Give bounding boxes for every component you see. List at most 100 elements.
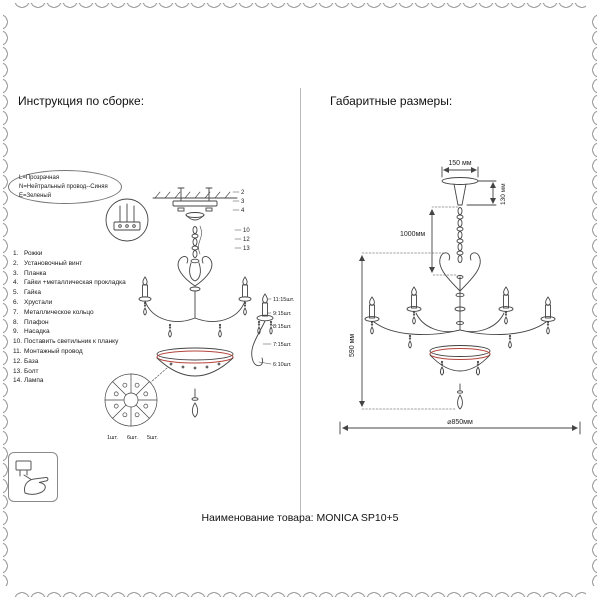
part-number: 11. — [13, 347, 22, 355]
part-label: Поставить светильник к планку — [24, 338, 119, 346]
scalloped-border-right — [585, 14, 597, 586]
dimension-hang-height — [429, 206, 459, 276]
dimension-diameter — [339, 421, 581, 435]
assembly-diagram: 2 3 4 10 12 13 11:15шт. 9:15шт. 8:15шт. … — [104, 187, 295, 441]
dimensions-title: Габаритные размеры: — [330, 94, 453, 108]
part-row: 3. Планка — [13, 269, 163, 279]
part-row: 13.Болт — [13, 367, 163, 377]
bowl-red-rim — [429, 347, 491, 361]
part-label: Планка — [24, 269, 47, 277]
part-label: Монтажный провод — [24, 347, 83, 355]
part-label: Плафон — [24, 318, 49, 326]
part-row: 10.Поставить светильник к планку — [13, 337, 163, 347]
bowl — [156, 347, 234, 418]
part-row: 7. Металлическое кольцо — [13, 308, 163, 318]
callout-label: 12 — [243, 237, 250, 243]
part-number: 7. — [13, 308, 19, 316]
dimension-canopy-height — [466, 180, 497, 206]
legend-line-live: L=Прозрачная — [19, 174, 60, 181]
ceiling-line — [152, 191, 238, 199]
dimensions-diagram: 150 мм 130 мм 1000мм 590 мм ⌀850мм — [339, 160, 581, 435]
mounting-plank — [172, 187, 240, 212]
callout-label: 4 — [241, 208, 245, 214]
wire-color-legend: L=Прозрачная N=Нейтральный провод--Синяя… — [8, 170, 122, 204]
bowl-detail-circle — [104, 373, 158, 427]
legend-line-neutral: N=Нейтральный провод--Синяя — [19, 183, 108, 190]
part-number: 1. — [13, 250, 19, 257]
chain — [456, 207, 464, 263]
parts-list: 1.Рожки 2. Установочный винт 3. Планка 4. Г… — [13, 249, 163, 386]
quantity-label: 8:15шт. — [273, 324, 292, 330]
quantity-label: 7:15шт. — [273, 342, 292, 348]
body-stem-scrolls — [439, 252, 481, 331]
callout-label: 13 — [243, 246, 250, 252]
part-row: 4. Гайки +металлическая прокладка — [13, 278, 163, 288]
quantity-label: 6шт. — [127, 435, 138, 441]
chain — [191, 225, 202, 258]
part-label: Металлическое кольцо — [24, 308, 94, 316]
part-label: Гайка — [24, 289, 42, 297]
part-number: 13. — [13, 367, 23, 375]
part-number: 8. — [13, 318, 19, 326]
part-row: 2. Установочный винт — [13, 259, 163, 269]
quantity-label: 9:15шт. — [273, 311, 292, 317]
part-number: 14. — [13, 377, 23, 385]
part-row: 9. Насадка — [13, 327, 163, 337]
part-row: 1.Рожки — [13, 249, 163, 259]
part-number: 5. — [13, 289, 19, 297]
part-row: 14.Лампа — [13, 376, 163, 386]
dim-hang-height-label: 1000мм — [400, 231, 425, 238]
part-row: 8. Плафон — [13, 318, 163, 328]
part-number: 12. — [13, 357, 23, 365]
callout-label: 3 — [241, 199, 245, 205]
installation-hint-box — [8, 452, 58, 502]
dimension-top-width — [441, 166, 479, 178]
quantity-label: 1шт. — [107, 435, 118, 441]
part-number: 2. — [13, 259, 19, 267]
part-row: 6. Хрустали — [13, 298, 163, 308]
stem-and-scrolls — [177, 256, 213, 319]
dim-body-height-label: 590 мм — [349, 334, 356, 357]
single-arm-detail — [251, 293, 274, 367]
part-row: 11.Монтажный провод — [13, 347, 163, 357]
base-cup — [185, 212, 242, 249]
callout-label: 10 — [243, 228, 250, 234]
part-label: Установочный винт — [24, 259, 83, 267]
assembly-title: Инструкция по сборке: — [18, 94, 145, 108]
part-row: 12.База — [13, 357, 163, 367]
product-name: Наименование товара: MONICA SP10+5 — [201, 512, 399, 524]
part-label: Насадка — [24, 328, 50, 336]
part-number: 3. — [13, 269, 19, 277]
candle-arms — [138, 276, 252, 338]
bowl-red-rim — [156, 350, 234, 364]
bowl — [429, 345, 491, 410]
callout-label: 2 — [241, 190, 245, 196]
panel-divider — [300, 88, 301, 520]
quantity-label: 6:10шт. — [273, 362, 292, 368]
part-number: 9. — [13, 328, 19, 336]
part-label: База — [24, 357, 39, 365]
dim-top-width-label: 150 мм — [448, 160, 471, 167]
part-number: 4. — [13, 279, 19, 287]
scalloped-border-bottom — [14, 585, 586, 597]
part-label: Гайки +металлическая прокладка — [24, 279, 126, 287]
quantity-label: 5шт. — [147, 435, 158, 441]
part-number: 10. — [13, 338, 23, 346]
quantity-label: 11:15шт. — [273, 297, 295, 303]
wiring-detail-circle — [105, 198, 149, 242]
part-row: 5. Гайка — [13, 288, 163, 298]
mounting-wire — [198, 225, 202, 255]
finial-drop — [457, 394, 463, 410]
legend-line-earth: E=Зеленый — [19, 192, 52, 199]
scalloped-border-top — [14, 3, 586, 15]
finial-drop — [191, 402, 199, 418]
part-number: 6. — [13, 298, 19, 306]
part-label: Болт — [24, 367, 39, 375]
ceiling-plate — [441, 177, 479, 206]
dim-canopy-height-label: 130 мм — [500, 183, 507, 205]
part-label: Хрустали — [24, 298, 53, 306]
dimension-body-height — [359, 252, 457, 410]
hand-press-icon — [15, 460, 49, 495]
part-label: Лампа — [24, 377, 44, 385]
dim-diameter-label: ⌀850мм — [447, 419, 473, 426]
